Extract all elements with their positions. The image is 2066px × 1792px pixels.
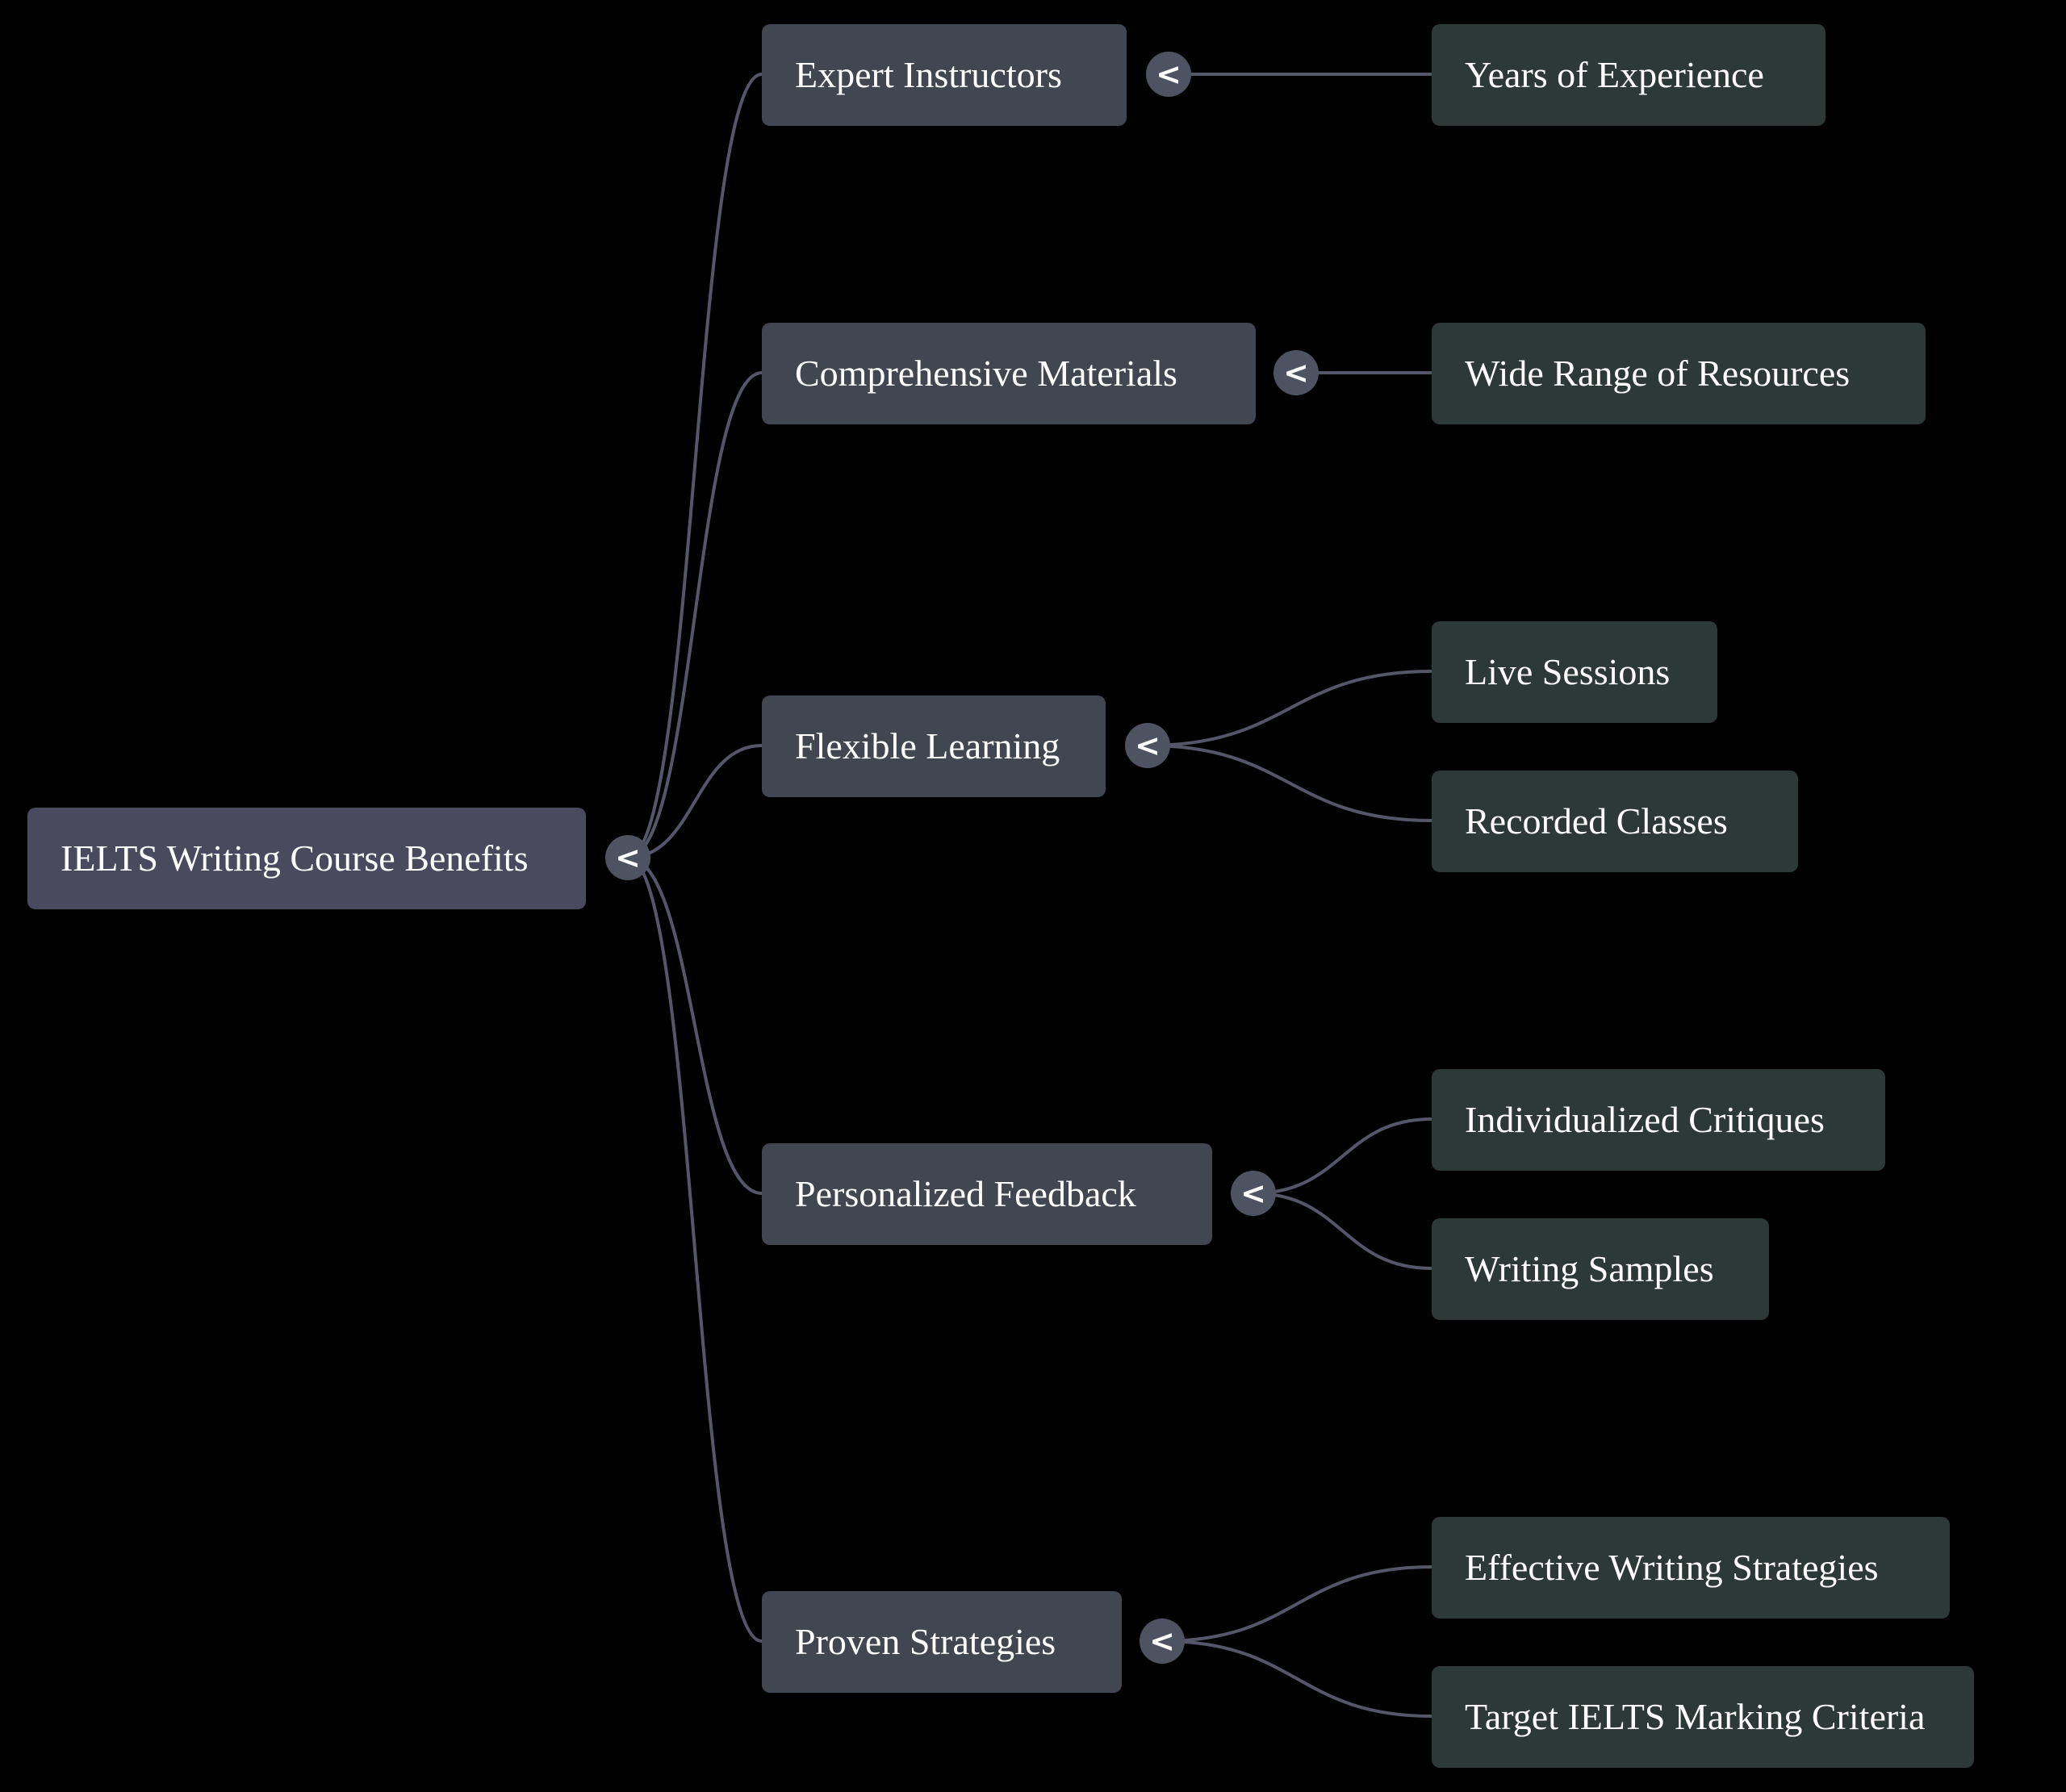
branch-label: Personalized Feedback: [795, 1173, 1136, 1214]
chevron-left-icon: <: [1240, 1176, 1266, 1211]
edge-branch-4-to-leaf-1: [1161, 1640, 1432, 1718]
leaf-label: Target IELTS Marking Criteria: [1465, 1696, 1926, 1737]
leaf-node-individualized-critiques[interactable]: Individualized Critiques: [1432, 1069, 1885, 1171]
leaf-node-recorded-classes[interactable]: Recorded Classes: [1432, 771, 1798, 872]
edge-branch-4-to-leaf-0: [1161, 1565, 1432, 1643]
root-collapse-toggle[interactable]: <: [605, 835, 650, 880]
edge-branch-3-to-leaf-1: [1253, 1192, 1432, 1270]
branch-node-personalized-feedback[interactable]: Personalized Feedback: [762, 1143, 1212, 1245]
leaf-label: Wide Range of Resources: [1465, 353, 1851, 394]
chevron-left-icon: <: [1149, 1623, 1175, 1659]
edge-root-to-branch-4: [627, 856, 763, 1643]
chevron-left-icon: <: [1283, 355, 1309, 391]
branch-label: Comprehensive Materials: [795, 353, 1177, 394]
leaf-node-years-of-experience[interactable]: Years of Experience: [1432, 24, 1826, 126]
flexible-learning-collapse-toggle[interactable]: <: [1125, 723, 1170, 768]
edge-branch-2-to-leaf-1: [1147, 744, 1432, 822]
chevron-left-icon: <: [615, 840, 641, 875]
edge-root-to-branch-3: [627, 856, 763, 1195]
expert-instructors-collapse-toggle[interactable]: <: [1146, 52, 1191, 97]
leaf-label: Writing Samples: [1465, 1248, 1714, 1289]
edge-root-to-branch-2: [627, 744, 763, 859]
branch-node-comprehensive-materials[interactable]: Comprehensive Materials: [762, 323, 1256, 424]
chevron-left-icon: <: [1135, 728, 1161, 763]
branch-label: Expert Instructors: [795, 54, 1062, 95]
edge-root-to-branch-0: [627, 73, 763, 859]
root-node[interactable]: IELTS Writing Course Benefits: [27, 808, 586, 909]
leaf-node-target-ielts-marking-criteria[interactable]: Target IELTS Marking Criteria: [1432, 1666, 1974, 1768]
leaf-label: Live Sessions: [1465, 651, 1671, 692]
chevron-left-icon: <: [1156, 56, 1181, 92]
edge-branch-2-to-leaf-0: [1147, 670, 1432, 747]
edge-branch-3-to-leaf-0: [1253, 1117, 1432, 1195]
leaf-label: Individualized Critiques: [1465, 1099, 1825, 1140]
branch-node-proven-strategies[interactable]: Proven Strategies: [762, 1591, 1122, 1693]
personalized-feedback-collapse-toggle[interactable]: <: [1231, 1171, 1276, 1216]
comprehensive-materials-collapse-toggle[interactable]: <: [1273, 350, 1319, 395]
leaf-label: Recorded Classes: [1465, 800, 1728, 842]
leaf-label: Years of Experience: [1465, 54, 1764, 95]
leaf-node-effective-writing-strategies[interactable]: Effective Writing Strategies: [1432, 1517, 1950, 1619]
root-node-label: IELTS Writing Course Benefits: [61, 838, 529, 879]
leaf-label: Effective Writing Strategies: [1465, 1547, 1879, 1588]
branch-node-expert-instructors[interactable]: Expert Instructors: [762, 24, 1127, 126]
leaf-node-writing-samples[interactable]: Writing Samples: [1432, 1218, 1769, 1320]
branch-label: Flexible Learning: [795, 725, 1060, 767]
branch-node-flexible-learning[interactable]: Flexible Learning: [762, 695, 1106, 797]
branch-label: Proven Strategies: [795, 1621, 1056, 1662]
leaf-node-live-sessions[interactable]: Live Sessions: [1432, 621, 1717, 723]
proven-strategies-collapse-toggle[interactable]: <: [1140, 1619, 1185, 1664]
edge-root-to-branch-1: [627, 371, 763, 859]
leaf-node-wide-range-of-resources[interactable]: Wide Range of Resources: [1432, 323, 1926, 424]
